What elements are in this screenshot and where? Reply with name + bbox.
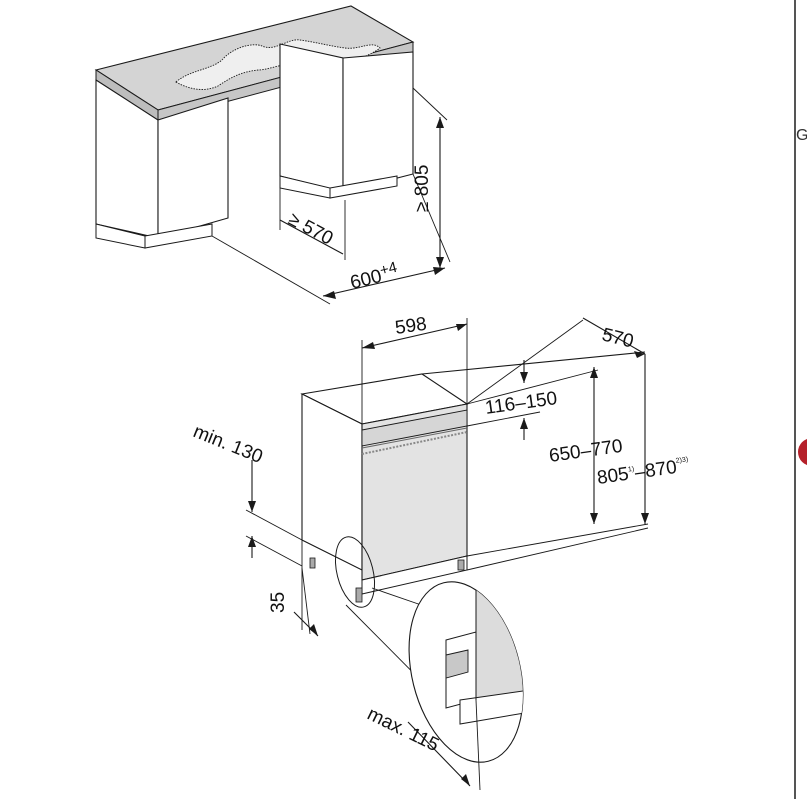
total-height-mid: –870 bbox=[633, 457, 678, 484]
min-clearance-label: min. 130 bbox=[190, 421, 265, 468]
appliance-depth-dim bbox=[421, 351, 646, 375]
foot bbox=[309, 557, 316, 569]
appliance-width-label: 598 bbox=[394, 314, 428, 339]
niche-height-label: ≥ 805 bbox=[412, 165, 433, 212]
plinth-label: 35 bbox=[268, 592, 289, 613]
foot bbox=[457, 559, 465, 571]
dishwasher bbox=[300, 373, 469, 608]
total-height-sup1: 1) bbox=[628, 466, 635, 474]
appliance-side bbox=[301, 393, 363, 571]
appliance-width-dim bbox=[361, 323, 468, 349]
edge-red-marker bbox=[798, 438, 807, 466]
right-cabinet-side bbox=[279, 43, 344, 193]
edge-glyph: G bbox=[796, 127, 807, 144]
adjustable-height-label: 650–770 bbox=[548, 436, 624, 467]
door-offset-label: 116–150 bbox=[484, 388, 559, 419]
countertop-break bbox=[175, 39, 381, 90]
detail-marker bbox=[334, 536, 376, 608]
right-plinth-front bbox=[329, 175, 398, 199]
appliance-depth-label: 570 bbox=[600, 324, 636, 352]
niche-depth-label: ≥ 570 bbox=[285, 209, 337, 250]
right-cabinet-front bbox=[342, 51, 414, 193]
window-edge bbox=[794, 0, 796, 799]
width-dim-line bbox=[322, 267, 446, 297]
niche-width-label: 600+4 bbox=[347, 259, 400, 294]
niche-width-tolerance: +4 bbox=[378, 259, 399, 280]
foot bbox=[355, 587, 363, 603]
left-cabinet-front bbox=[157, 97, 229, 239]
total-height-main: 805 bbox=[596, 464, 630, 489]
total-height-sup2: 2)3) bbox=[675, 456, 688, 465]
depth-dim-line bbox=[279, 219, 344, 255]
total-height-label: 8051)–8702)3) bbox=[596, 455, 691, 489]
niche-width-value: 600 bbox=[348, 266, 384, 294]
max-plinth-depth-dim bbox=[407, 721, 471, 787]
kitchen-niche bbox=[94, 5, 451, 305]
